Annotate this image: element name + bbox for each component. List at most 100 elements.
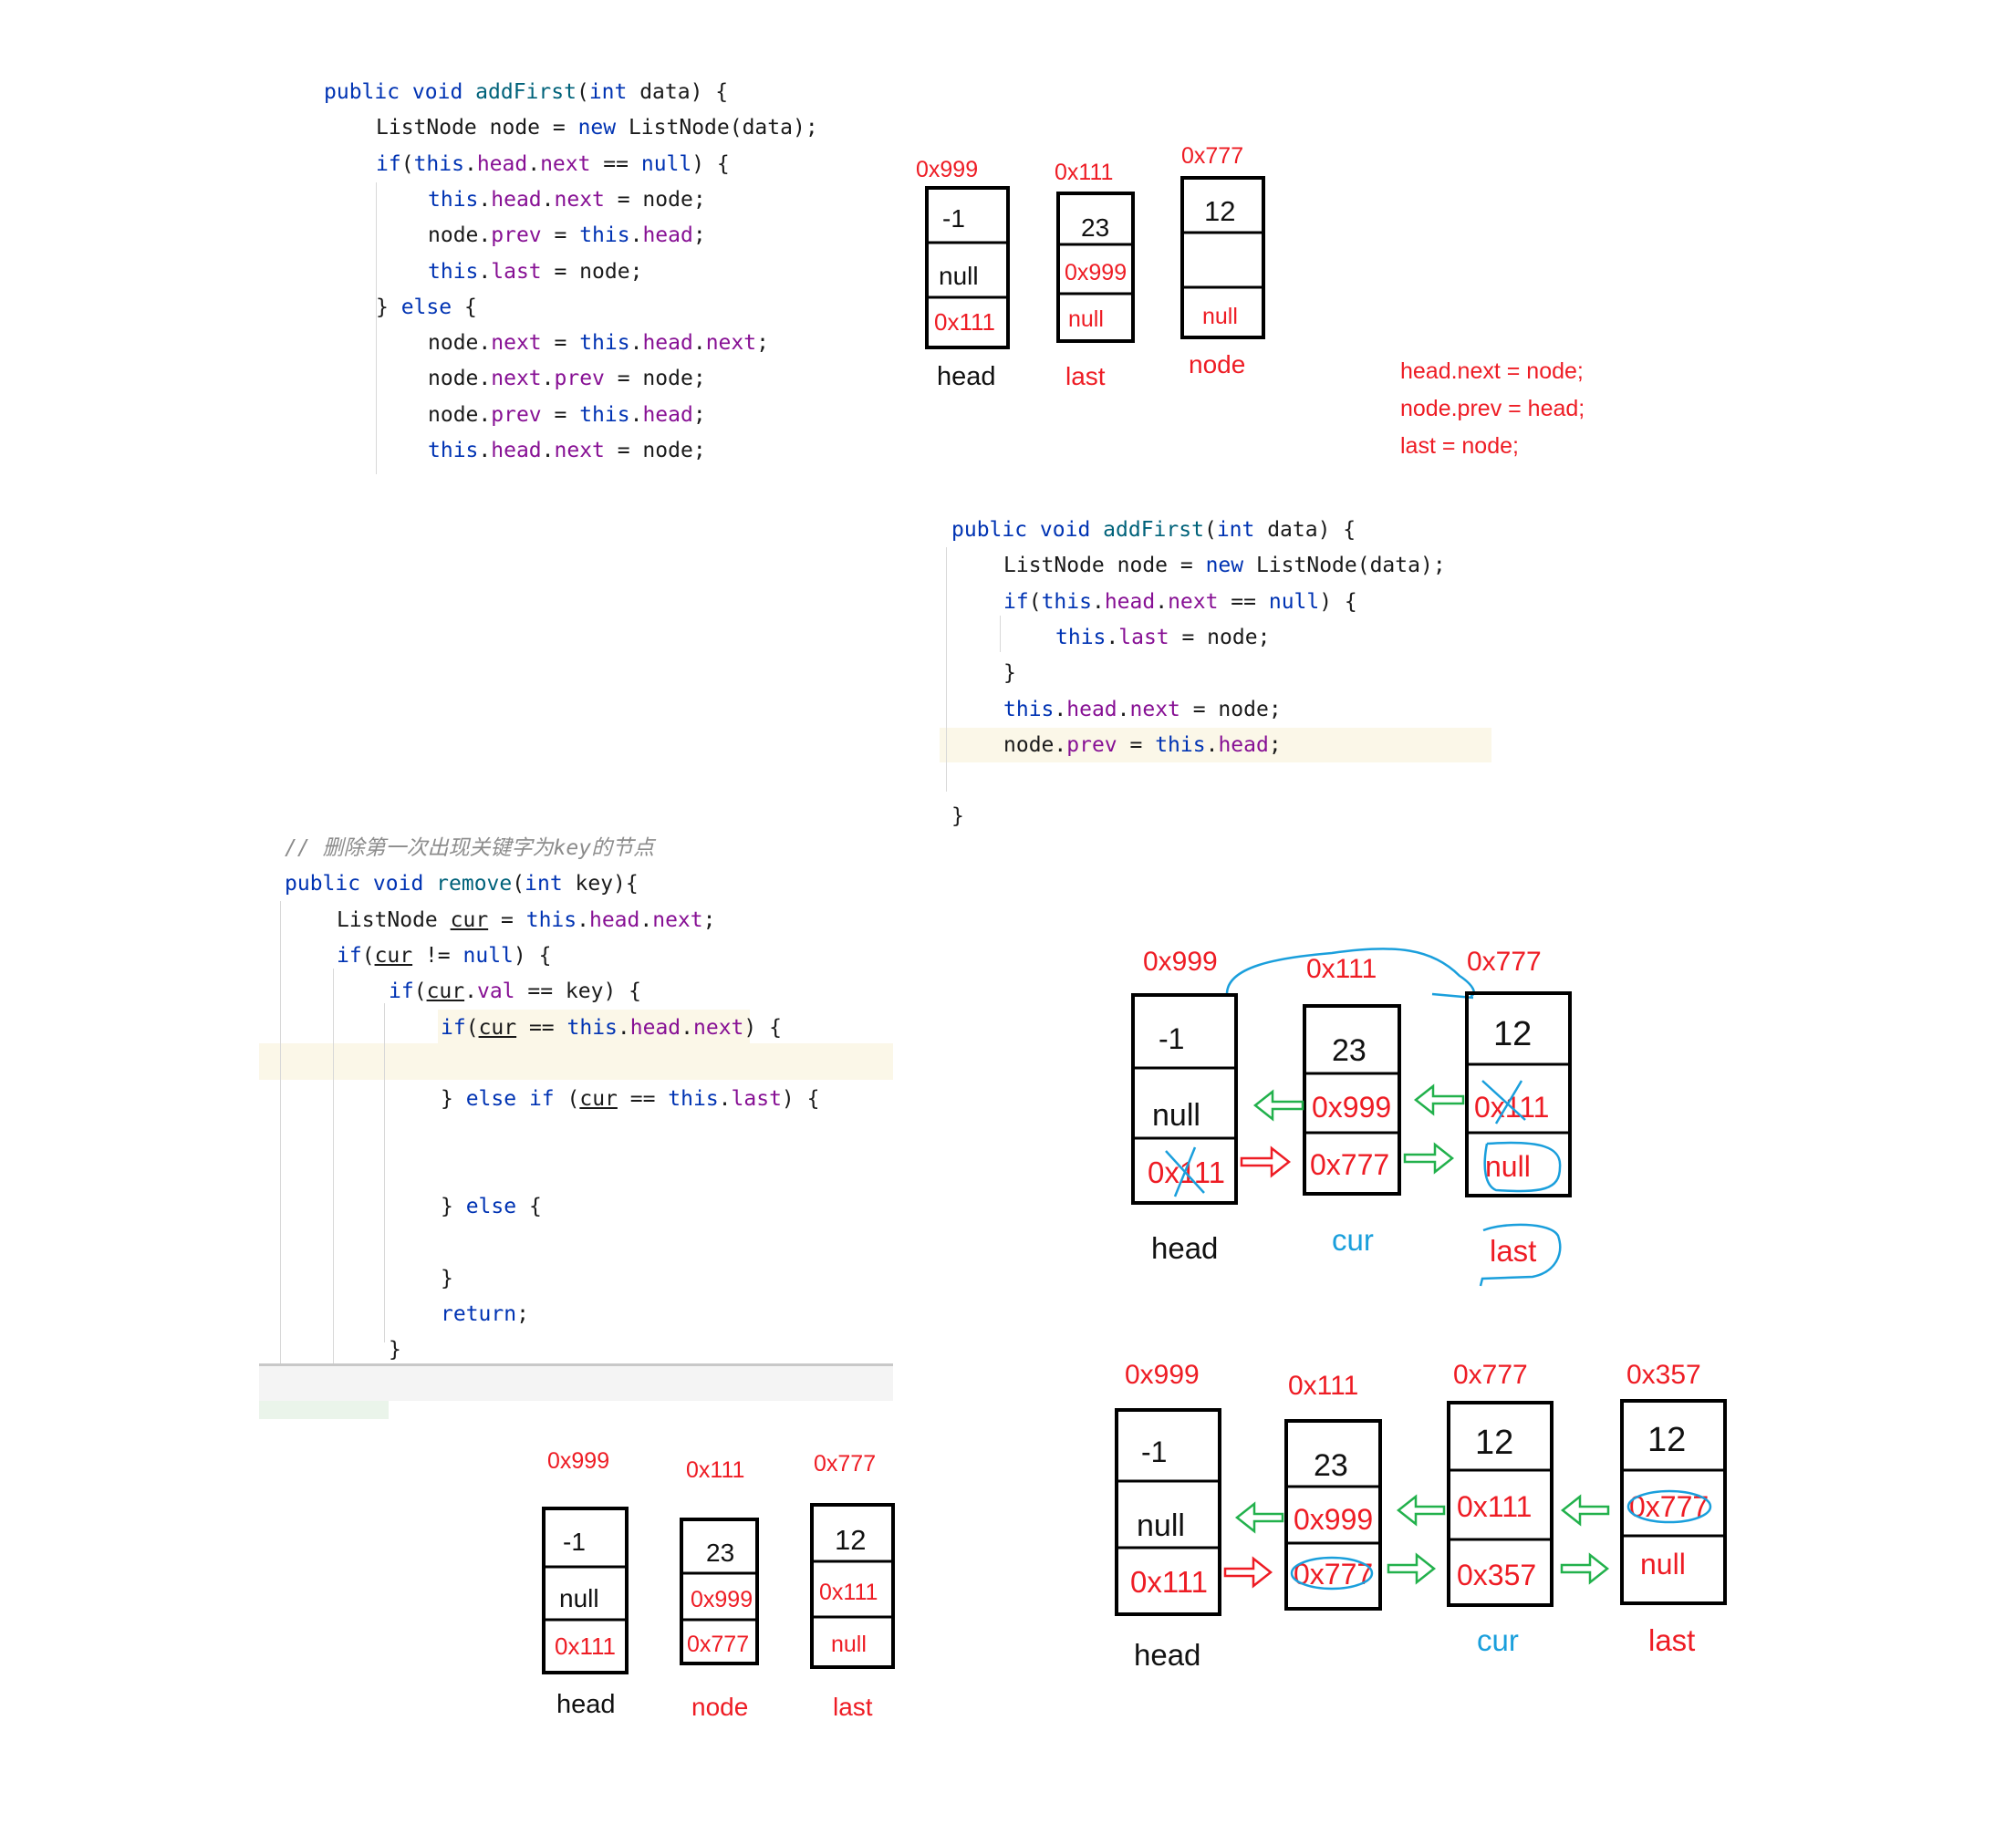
code-token: this (579, 331, 630, 356)
code-token: ( (512, 872, 525, 896)
code-token: next (491, 331, 542, 356)
node-prev: null (939, 262, 979, 290)
code-token: ( (465, 1015, 479, 1040)
arrow-next-1 (1240, 1145, 1292, 1178)
code-line: this.last = node; (428, 254, 642, 290)
code-token: null (462, 943, 514, 968)
code-line: if(cur != null) { (337, 938, 551, 974)
code-token: head (476, 151, 528, 176)
cross-out-mark (1165, 1146, 1205, 1197)
code-token: } (1003, 661, 1016, 686)
code-token: == key) { (514, 979, 641, 1004)
code-line: node.prev = this.head; (428, 218, 706, 254)
code-token: } (441, 1087, 466, 1112)
editor-footer-bar (259, 1366, 893, 1401)
code-token: . (478, 259, 492, 284)
node-address: 0x111 (686, 1457, 744, 1483)
circle-mark (1626, 1489, 1712, 1524)
code-token: ; (692, 223, 706, 248)
node-box (1115, 1408, 1221, 1616)
code-token: last (731, 1087, 782, 1112)
node-val: -1 (942, 204, 965, 233)
list-node-last: 0x777 12 0x111 null last (1465, 947, 1572, 1287)
node-next: 0x357 (1457, 1559, 1536, 1591)
code-token: = (541, 223, 580, 248)
code-line: } else { (441, 1189, 542, 1225)
node-next: null (831, 1632, 867, 1657)
code-token: next (705, 331, 757, 356)
code-token: cur (478, 1015, 517, 1040)
code-token: ListNode node = (1003, 554, 1206, 578)
node-label: cur (1332, 1223, 1374, 1257)
indent-guide (376, 182, 377, 474)
code-token: . (629, 223, 643, 248)
code-token: } (441, 1266, 453, 1290)
code-token: ListNode node = (376, 116, 578, 140)
node-label: node (691, 1693, 748, 1721)
code-token: return (441, 1301, 517, 1326)
code-token: next (554, 439, 605, 462)
code-token: . (463, 151, 477, 176)
code-token: key){ (562, 872, 639, 896)
node-box (1180, 176, 1265, 339)
code-token: . (464, 979, 477, 1004)
code-token: if (337, 943, 362, 968)
code-token: ; (692, 402, 706, 427)
code-token: ListNode(data); (1243, 554, 1446, 578)
code-line: node.prev = this.head; (428, 398, 706, 433)
cross-out-mark (1481, 1080, 1526, 1124)
node-next: 0x777 (687, 1632, 749, 1657)
code-token: addFirst (475, 80, 577, 104)
code-token: this (428, 187, 479, 212)
code-token: null (1268, 589, 1320, 614)
node-val: 12 (1475, 1424, 1513, 1462)
code-token: prev (554, 367, 605, 391)
node-label: last (833, 1693, 873, 1721)
node-val: -1 (1159, 1022, 1184, 1055)
list-node-cur: 0x111 23 0x999 0x777 cur (1303, 954, 1401, 1257)
list-node-head: 0x999 -1 null 0x111 head (1115, 1360, 1221, 1672)
code-line: this.last = node; (1055, 620, 1270, 656)
code-token: . (541, 187, 555, 212)
node-prev: 0x111 (819, 1580, 878, 1605)
code-token: ; (1268, 732, 1282, 757)
code-token: else if (465, 1087, 555, 1112)
code-token: = node; (604, 187, 706, 212)
node-next: 0x111 (934, 308, 995, 336)
code-token: = node; (604, 439, 706, 462)
code-line: } (389, 1332, 401, 1368)
code-token: head (642, 402, 693, 427)
arrow-prev-2 (1413, 1083, 1465, 1116)
list-node-head: 0x999 -1 null 0x111 head (542, 1448, 629, 1719)
list-node-head: 0x999 -1 null 0x111 head (1131, 947, 1238, 1265)
node-label: node (1189, 350, 1245, 378)
node-address: 0x999 (1143, 947, 1218, 977)
code-token: else (465, 1195, 517, 1218)
node-prev: 0x999 (1065, 260, 1127, 285)
code-token: . (527, 151, 541, 176)
code-token: == (590, 151, 641, 176)
code-token: { (516, 1195, 542, 1218)
code-token: head (629, 1015, 681, 1040)
code-token: int (588, 80, 628, 104)
code-token: == (516, 1015, 567, 1040)
code-token: ( (400, 151, 414, 176)
code-token: = node; (604, 367, 706, 391)
code-token: prev (491, 402, 542, 427)
node-next: null (1068, 306, 1104, 332)
code-token: ListNode (337, 907, 451, 932)
list-node-last: 0x357 12 0x777 null last (1620, 1360, 1727, 1657)
code-token: = node; (541, 259, 643, 284)
code-token: this (668, 1087, 719, 1112)
code-token: if (376, 151, 401, 176)
code-token: null (640, 151, 692, 176)
code-token: if (389, 979, 414, 1004)
code-line: // 删除第一次出现关键字为key的节点 (285, 831, 654, 866)
code-token: this (1155, 732, 1206, 757)
list-node-last: 0x777 12 0x111 null last (810, 1451, 895, 1721)
indent-guide (384, 1003, 385, 1342)
node-prev: null (1137, 1508, 1185, 1543)
code-token: . (639, 907, 653, 932)
arrow-prev-1 (1234, 1501, 1284, 1534)
